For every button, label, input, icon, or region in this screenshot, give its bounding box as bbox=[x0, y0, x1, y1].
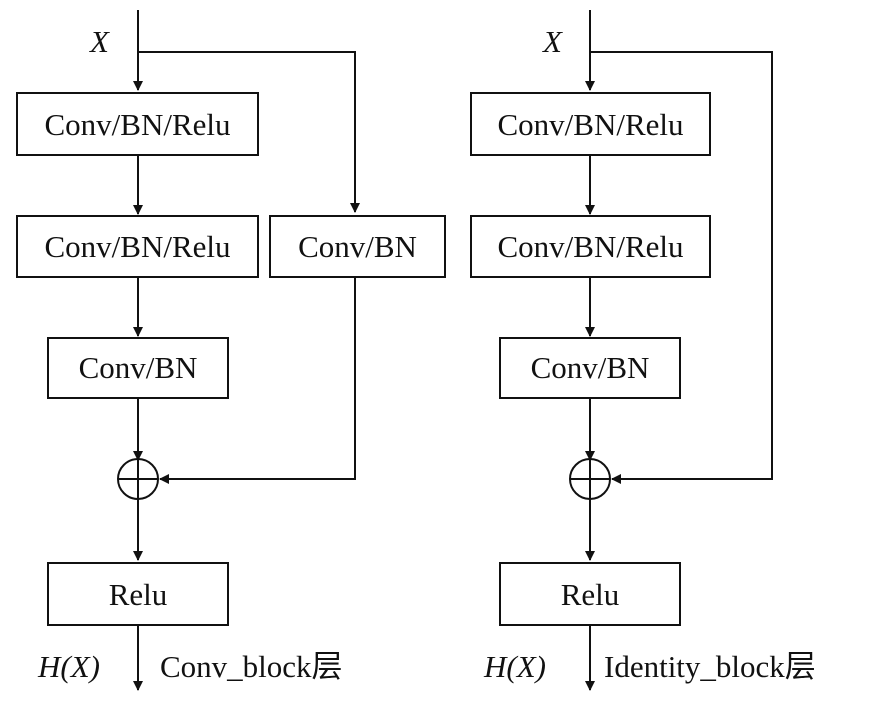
conv-bn-relu-box-1-label: Conv/BN/Relu bbox=[497, 107, 683, 142]
conv-bn-box bbox=[499, 337, 681, 399]
conv-bn-box-label: Conv/BN bbox=[531, 350, 650, 385]
relu-box bbox=[499, 562, 681, 626]
conv-bn-relu-box-1 bbox=[16, 92, 259, 156]
conv-bn-box-label: Conv/BN bbox=[79, 350, 198, 385]
identity-shortcut-arrow-to-sum bbox=[590, 51, 773, 484]
conv-bn-relu-box-2 bbox=[16, 215, 259, 278]
identity-block-input-label: X bbox=[541, 24, 563, 59]
conv-block: X Conv/BN/Relu Conv/BN/Relu Conv/BN Conv… bbox=[16, 10, 446, 691]
conv-bn-relu-box-2-label: Conv/BN/Relu bbox=[497, 229, 683, 264]
conv-bn-relu-box-2 bbox=[470, 215, 711, 278]
add-node-icon bbox=[117, 458, 159, 500]
relu-box-label: Relu bbox=[109, 577, 168, 612]
conv-bn-relu-box-2-label: Conv/BN/Relu bbox=[44, 229, 230, 264]
conv-block-input-label: X bbox=[88, 24, 110, 59]
arrow-shortcut-to-sum bbox=[159, 277, 356, 484]
shortcut-conv-bn-box-label: Conv/BN bbox=[298, 229, 417, 264]
conv-bn-relu-box-1 bbox=[470, 92, 711, 156]
shortcut-conv-bn-box bbox=[269, 215, 446, 278]
relu-box-label: Relu bbox=[561, 577, 620, 612]
conv-block-output-label: H(X) bbox=[37, 649, 100, 684]
conv-block-caption: Conv_block层 bbox=[160, 649, 343, 684]
conv-bn-box bbox=[47, 337, 229, 399]
conv-bn-relu-box-1-label: Conv/BN/Relu bbox=[44, 107, 230, 142]
relu-box bbox=[47, 562, 229, 626]
shortcut-arrow-to-conv-bn bbox=[138, 51, 360, 213]
identity-block-output-label: H(X) bbox=[483, 649, 546, 684]
identity-block: X Conv/BN/Relu Conv/BN/Relu Conv/BN Relu… bbox=[470, 10, 816, 691]
add-node-icon bbox=[569, 458, 611, 500]
identity-block-caption: Identity_block层 bbox=[604, 649, 816, 684]
